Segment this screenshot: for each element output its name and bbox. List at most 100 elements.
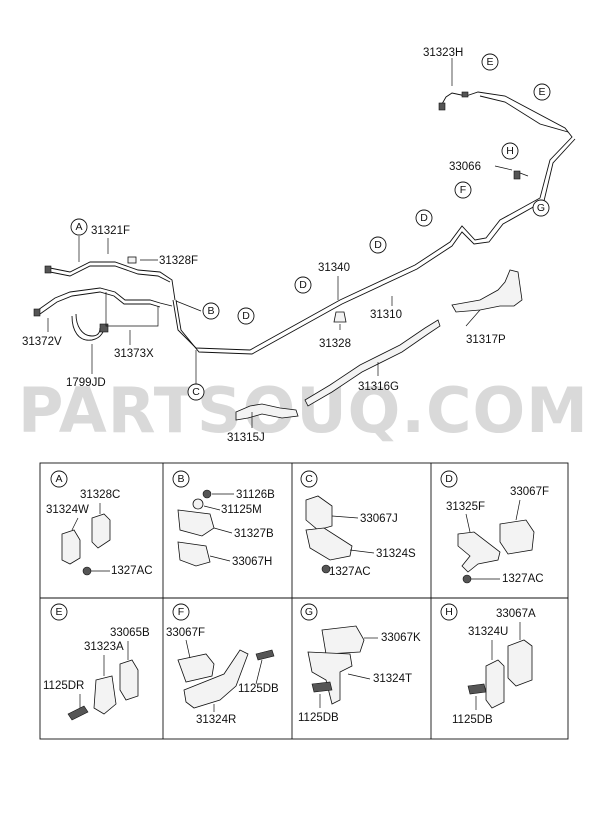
detail-d-label-3: 1327AC xyxy=(502,573,544,585)
clip-33067f-f xyxy=(177,653,215,683)
bracket-31325f xyxy=(457,531,501,573)
label-31328f: 31328F xyxy=(159,255,198,267)
bracket-31315j xyxy=(235,403,299,421)
detail-a-label-3: 1327AC xyxy=(111,565,153,577)
svg-text:C: C xyxy=(305,473,313,485)
callout-d-1 xyxy=(415,209,433,227)
detail-a-label-2: 31324W xyxy=(46,504,89,516)
detail-c: C 33067J 31324S 1327AC xyxy=(300,470,416,578)
svg-text:B: B xyxy=(177,473,184,485)
label-31321f: 31321F xyxy=(91,225,130,237)
callout-f xyxy=(454,181,472,199)
connector-33066 xyxy=(513,170,521,180)
bracket-31317p xyxy=(451,269,523,313)
detail-c-label-2: 31324S xyxy=(376,548,416,560)
detail-h-label-1: 33067A xyxy=(496,608,536,620)
bracket-31324r xyxy=(183,649,249,709)
bolt-1125db-h xyxy=(467,683,487,695)
label-31323h: 31323H xyxy=(423,47,463,59)
label-31317p: 31317P xyxy=(466,334,506,346)
detail-e: E 33065B 31323A 1125DR xyxy=(43,603,150,721)
svg-text:E: E xyxy=(486,56,493,68)
label-31373x: 31373X xyxy=(114,348,154,360)
svg-text:H: H xyxy=(445,606,453,618)
detail-a: A 31328C 31324W 1327AC xyxy=(46,470,153,577)
svg-text:D: D xyxy=(445,473,453,485)
callout-g xyxy=(532,199,550,217)
callout-d-2 xyxy=(369,236,387,254)
detail-e-label-1: 33065B xyxy=(110,627,150,639)
label-31316g: 31316G xyxy=(358,381,399,393)
svg-text:F: F xyxy=(460,184,466,196)
label-31340: 31340 xyxy=(318,262,350,274)
bolt-1327ac xyxy=(82,566,92,576)
detail-f: F 33067F 1125DB 31324R xyxy=(166,603,279,726)
bolt-1125db-g xyxy=(311,681,333,693)
label-31328: 31328 xyxy=(319,338,351,350)
detail-h-label-2: 31324U xyxy=(468,626,508,638)
clip-31323a xyxy=(93,675,117,715)
label-31315j: 31315J xyxy=(227,432,265,444)
clip-33067a xyxy=(507,639,533,687)
svg-text:E: E xyxy=(55,606,62,618)
detail-c-label-1: 33067J xyxy=(360,513,398,525)
fitting-31372v xyxy=(33,308,41,317)
detail-b-label-2: 31125M xyxy=(221,504,262,516)
callout-b xyxy=(202,302,220,320)
detail-b: B 31126B 31125M 31327B 33067H xyxy=(172,470,275,568)
callout-h xyxy=(501,142,519,160)
detail-grid xyxy=(39,462,569,740)
main-pipe-assembly xyxy=(33,91,576,421)
detail-g: G 33067K 31324T 1125DB xyxy=(298,603,421,724)
clip-31328c xyxy=(91,513,111,549)
detail-h-label-3: 1125DB xyxy=(452,714,493,726)
clip-31328f xyxy=(127,256,137,264)
detail-h: H 33067A 31324U 1125DB xyxy=(440,603,536,726)
detail-d-label-2: 31325F xyxy=(446,501,485,513)
svg-text:A: A xyxy=(75,221,82,233)
fitting-31323h xyxy=(438,102,446,111)
clip-33065b xyxy=(119,659,139,701)
clip-33067j xyxy=(305,495,333,531)
bracket-31324t xyxy=(307,651,353,705)
watermark: PARTSOUQ.COM xyxy=(18,374,589,447)
clip-31324w xyxy=(61,529,81,565)
fitting-31321f xyxy=(44,265,52,274)
callout-d-4 xyxy=(237,307,255,325)
svg-text:D: D xyxy=(299,279,307,291)
part-number-labels: 31323H 31321F 31328F 31372V 31373X 1799J… xyxy=(22,47,506,444)
detail-e-label-2: 31323A xyxy=(84,641,124,653)
svg-text:B: B xyxy=(207,305,214,317)
svg-text:G: G xyxy=(305,606,313,618)
callout-c xyxy=(187,383,205,401)
bolt-1125db-f xyxy=(255,649,275,661)
callout-e-1 xyxy=(481,53,499,71)
clip-31328 xyxy=(333,311,347,323)
detail-f-label-1: 33067F xyxy=(166,627,205,639)
label-31372v: 31372V xyxy=(22,336,62,348)
clip-31327b xyxy=(177,509,215,537)
callout-e-2 xyxy=(533,83,551,101)
label-33066: 33066 xyxy=(449,161,481,173)
clip-33067h xyxy=(177,541,211,567)
callout-d-3 xyxy=(294,276,312,294)
svg-text:F: F xyxy=(178,606,184,618)
svg-text:A: A xyxy=(55,473,62,485)
clip-33067f xyxy=(499,519,535,555)
detail-f-label-3: 31324R xyxy=(196,714,236,726)
bracket-31324s xyxy=(305,527,353,561)
svg-text:D: D xyxy=(242,310,250,322)
clip-33067k xyxy=(321,625,365,655)
detail-c-label-3: 1327AC xyxy=(329,566,371,578)
leader-lines xyxy=(47,58,513,428)
detail-e-label-3: 1125DR xyxy=(43,680,84,692)
label-1799jd: 1799JD xyxy=(66,377,106,389)
callout-a xyxy=(70,218,88,236)
detail-b-label-1: 31126B xyxy=(236,489,275,501)
svg-text:D: D xyxy=(374,239,382,251)
detail-d-label-1: 33067F xyxy=(510,486,549,498)
detail-g-label-3: 1125DB xyxy=(298,712,339,724)
clip-31324u xyxy=(485,659,505,709)
label-31310: 31310 xyxy=(370,309,402,321)
